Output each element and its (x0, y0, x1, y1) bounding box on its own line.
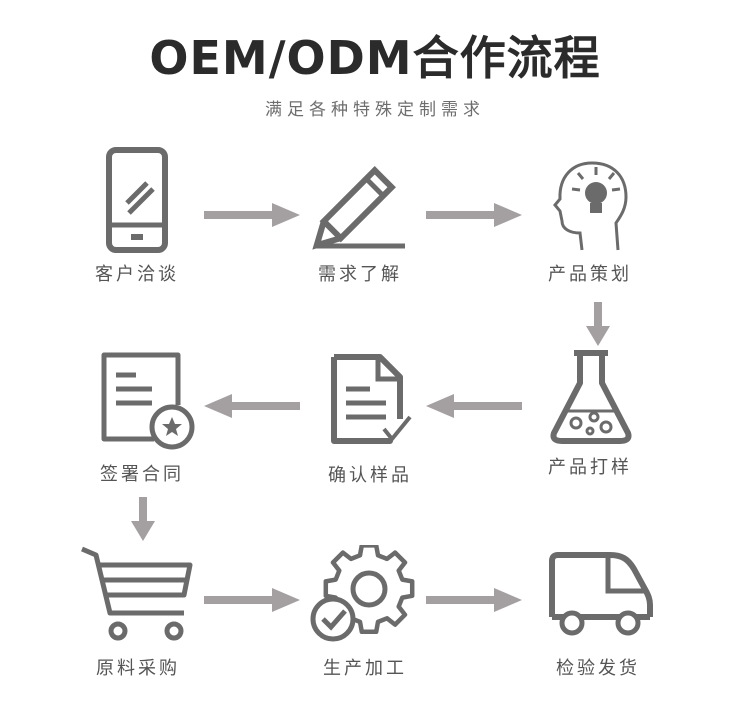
arrow-right-icon (204, 588, 300, 612)
step-label: 客户洽谈 (95, 264, 179, 285)
step-confirm-sample (290, 345, 450, 450)
step-label: 确认样品 (328, 465, 412, 486)
idea-head-icon (553, 161, 628, 251)
step-contract (62, 345, 222, 450)
step-label: 产品打样 (548, 457, 632, 478)
arrow-right-icon (204, 203, 300, 227)
page-title: OEM/ODM合作流程 (149, 31, 601, 85)
step-label: 需求了解 (318, 264, 402, 285)
step-client-talk (57, 145, 217, 255)
document-check-icon (331, 354, 412, 444)
step-requirements (280, 145, 440, 255)
page-subtitle: 满足各种特殊定制需求 (265, 100, 485, 120)
step-label: 签署合同 (100, 464, 184, 485)
step-production (285, 545, 445, 645)
step-purchase (58, 543, 218, 643)
arrow-right-icon (426, 203, 522, 227)
step-planning (510, 145, 670, 255)
pencil-icon (312, 166, 405, 250)
delivery-truck-icon (549, 552, 653, 636)
step-label: 生产加工 (323, 658, 407, 679)
flask-icon (550, 350, 632, 444)
shopping-cart-icon (81, 546, 193, 641)
step-label: 产品策划 (548, 264, 632, 285)
arrow-right-icon (426, 588, 522, 612)
step-sampling (510, 345, 670, 445)
step-shipping (518, 547, 678, 642)
arrow-down-icon (586, 302, 610, 346)
contract-icon (101, 352, 195, 450)
step-label: 检验发货 (556, 658, 640, 679)
step-label: 原料采购 (96, 658, 180, 679)
arrow-left-icon (204, 394, 300, 418)
gear-icon (310, 545, 415, 642)
arrow-left-icon (426, 394, 522, 418)
arrow-down-icon (131, 497, 155, 541)
smartphone-icon (106, 147, 168, 253)
